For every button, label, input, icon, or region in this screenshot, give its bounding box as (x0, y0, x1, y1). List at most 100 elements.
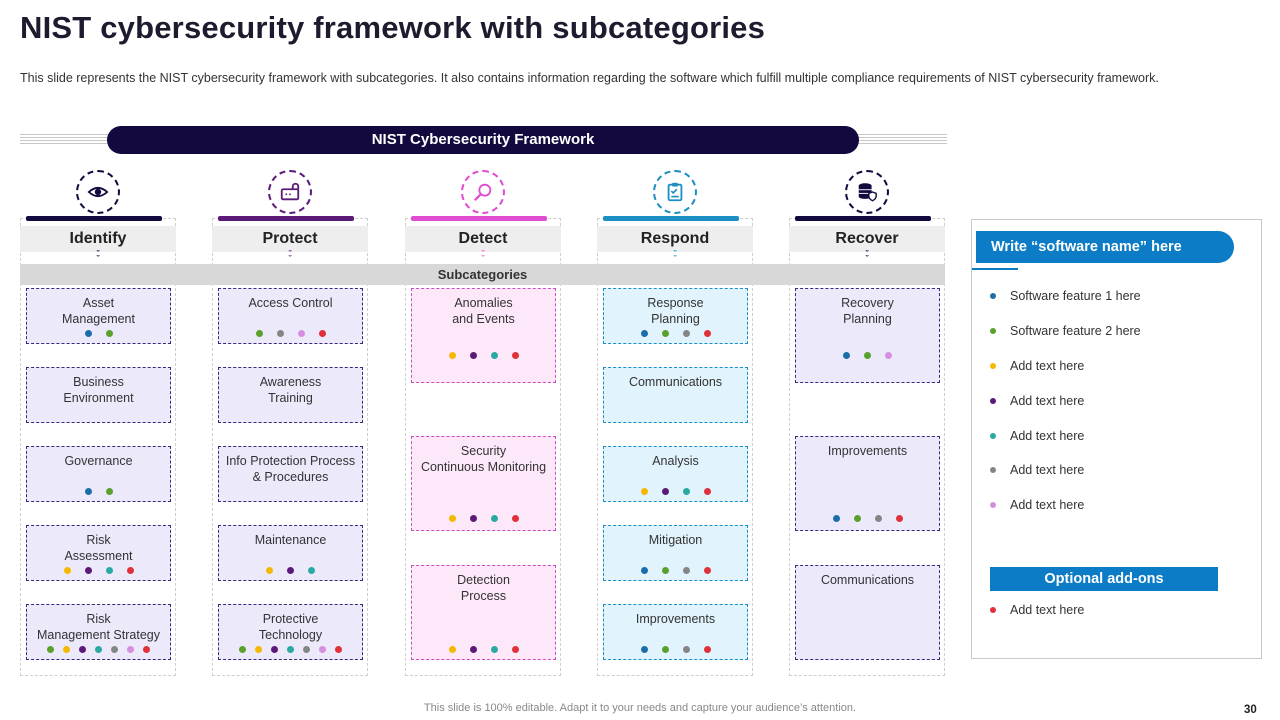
status-dot-teal (682, 488, 690, 495)
status-dot-gray (303, 646, 310, 653)
subcategory-label: Analysis (652, 454, 699, 468)
subcategory-card: Improvements (603, 604, 748, 660)
status-dot-gray (990, 467, 996, 473)
status-dot-red (703, 646, 711, 653)
status-dot-red (703, 330, 711, 337)
framework-banner: NIST Cybersecurity Framework (107, 126, 859, 154)
addon-item: Add text here (990, 603, 1084, 617)
status-dot-lilac (885, 352, 892, 359)
subcategory-label: Business Environment (63, 375, 134, 405)
status-dot-green (239, 646, 246, 653)
subcategory-label: Awareness Training (259, 375, 322, 405)
software-name-heading[interactable]: Write “software name” here (976, 231, 1234, 263)
compliance-dots (27, 567, 170, 574)
status-dot-lilac (319, 646, 326, 653)
status-dot-yellow (448, 515, 456, 522)
feature-item: Add text here (990, 394, 1084, 408)
database-shield-icon (845, 170, 889, 220)
status-dot-yellow (266, 567, 273, 574)
status-dot-red (703, 488, 711, 495)
column-heading-recover: Recover (789, 226, 945, 252)
status-dot-green (661, 646, 669, 653)
subcategory-label: Improvements (635, 612, 716, 626)
status-dot-green (255, 330, 263, 337)
status-dot-green (864, 352, 871, 359)
status-dot-teal (490, 515, 498, 522)
status-dot-green (661, 567, 669, 574)
compliance-dots (27, 646, 170, 653)
feature-label: Software feature 1 here (1010, 289, 1141, 303)
status-dot-red (895, 515, 903, 522)
subcategory-label: Security Continuous Monitoring (420, 444, 547, 474)
status-dot-teal (490, 352, 498, 359)
status-dot-red (126, 567, 134, 574)
subcategory-label: Detection Process (457, 573, 510, 603)
status-dot-red (703, 567, 711, 574)
lock-icon (268, 170, 312, 220)
status-dot-red (511, 352, 519, 359)
status-dot-red (335, 646, 342, 653)
status-dot-blue (84, 488, 92, 495)
subcategory-card: Analysis (603, 446, 748, 502)
status-dot-blue (832, 515, 840, 522)
status-dot-teal (990, 433, 996, 439)
subcategory-card: Response Planning (603, 288, 748, 344)
subcategory-card: Recovery Planning (795, 288, 940, 383)
status-dot-green (990, 328, 996, 334)
status-dot-teal (95, 646, 102, 653)
subcategory-card: Access Control (218, 288, 363, 344)
subcategory-label: Mitigation (648, 533, 703, 547)
feature-label: Software feature 2 here (1010, 324, 1141, 338)
status-dot-blue (640, 567, 648, 574)
column-accent-bar (218, 216, 354, 221)
subcategory-card: Business Environment (26, 367, 171, 423)
status-dot-yellow (448, 352, 456, 359)
subcategory-label: Risk Assessment (64, 533, 133, 563)
compliance-dots (604, 330, 747, 337)
subcategory-card: Maintenance (218, 525, 363, 581)
feature-label: Add text here (1010, 463, 1085, 477)
subcategory-label: Access Control (248, 296, 333, 310)
subcategory-card: Communications (603, 367, 748, 423)
addon-label: Add text here (1010, 603, 1085, 617)
status-dot-green (661, 330, 669, 337)
subcategory-label: Governance (64, 454, 133, 468)
status-dot-blue (640, 330, 648, 337)
subcategory-card: Awareness Training (218, 367, 363, 423)
feature-label: Add text here (1010, 498, 1085, 512)
status-dot-yellow (63, 646, 70, 653)
subcategory-card: Risk Management Strategy (26, 604, 171, 660)
status-dot-gray (111, 646, 118, 653)
status-dot-blue (640, 646, 648, 653)
subcategory-card: Detection Process (411, 565, 556, 660)
feature-item: Add text here (990, 359, 1084, 373)
footer-note: This slide is 100% editable. Adapt it to… (423, 702, 857, 714)
status-dot-green (47, 646, 54, 653)
column-accent-bar (603, 216, 739, 221)
status-dot-yellow (255, 646, 262, 653)
feature-item: Add text here (990, 429, 1084, 443)
subcategory-label: Protective Technology (258, 612, 323, 642)
compliance-dots (796, 515, 939, 522)
feature-label: Add text here (1010, 429, 1085, 443)
status-dot-yellow (448, 646, 456, 653)
subcategory-label: Info Protection Process & Procedures (225, 454, 356, 484)
compliance-dots (27, 488, 170, 495)
subcategory-label: Asset Management (62, 296, 135, 326)
status-dot-gray (682, 567, 690, 574)
compliance-dots (27, 330, 170, 337)
subcategory-card: Protective Technology (218, 604, 363, 660)
subcategory-card: Asset Management (26, 288, 171, 344)
subcategory-label: Anomalies and Events (452, 296, 515, 326)
status-dot-teal (308, 567, 315, 574)
compliance-dots (412, 352, 555, 359)
column-heading-identify: Identify (20, 226, 176, 252)
page-description: This slide represents the NIST cybersecu… (20, 71, 1159, 85)
subcategory-label: Maintenance (254, 533, 327, 547)
status-dot-purple (661, 488, 669, 495)
status-dot-green (105, 488, 113, 495)
status-dot-red (318, 330, 326, 337)
status-dot-blue (843, 352, 850, 359)
